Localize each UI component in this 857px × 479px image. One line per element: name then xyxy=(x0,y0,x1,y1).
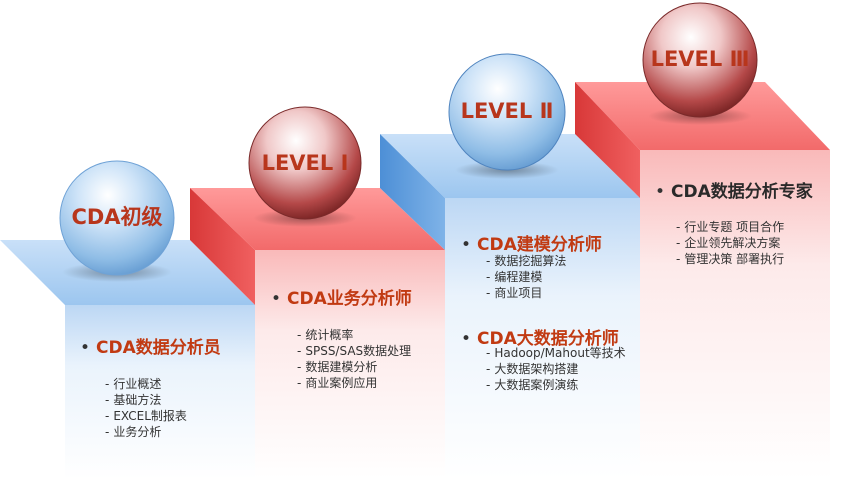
stage-title: •CDA数据分析员 xyxy=(80,338,221,358)
list-item: -行业概述 xyxy=(105,377,162,391)
stage-title: •CDA数据分析专家 xyxy=(655,182,813,202)
bullet: • xyxy=(461,329,472,349)
step-2 xyxy=(190,188,445,479)
orb-4 xyxy=(642,2,758,125)
bullet: • xyxy=(271,289,282,309)
item-list: -数据挖掘算法 -编程建模 -商业项目 xyxy=(486,253,566,301)
item-list: -行业专题 项目合作 -企业领先解决方案 -管理决策 部署执行 xyxy=(676,219,784,267)
orb-label-level-3: LEVEL Ⅲ xyxy=(650,47,750,71)
list-item: -管理决策 部署执行 xyxy=(676,252,785,266)
bullet: • xyxy=(655,182,666,202)
list-item: -大数据架构搭建 xyxy=(486,362,579,376)
orb-label-level-2: LEVEL Ⅱ xyxy=(460,99,554,123)
list-item: -Hadoop/Mahout等技术 xyxy=(486,346,626,360)
list-item: -EXCEL制报表 xyxy=(105,409,187,423)
stage-title: •CDA大数据分析师 xyxy=(461,329,619,349)
item-list: -统计概率 -SPSS/SAS数据处理 -数据建模分析 -商业案例应用 xyxy=(297,327,411,391)
orb-2 xyxy=(248,106,362,227)
list-item: -商业项目 xyxy=(486,286,543,300)
list-item: -基础方法 xyxy=(105,393,162,407)
step-3 xyxy=(380,134,640,479)
stage-title: •CDA业务分析师 xyxy=(271,289,412,309)
list-item: -数据建模分析 xyxy=(297,360,378,374)
bullet: • xyxy=(461,235,472,255)
list-item: -商业案例应用 xyxy=(297,376,378,390)
list-item: -数据挖掘算法 xyxy=(486,254,567,268)
step-4 xyxy=(575,82,830,479)
orb-3 xyxy=(448,53,566,179)
orb-1 xyxy=(59,160,175,282)
list-item: -编程建模 xyxy=(486,270,543,284)
bullet: • xyxy=(80,338,91,358)
item-list: -Hadoop/Mahout等技术 -大数据架构搭建 -大数据案例演练 xyxy=(486,345,626,393)
list-item: -统计概率 xyxy=(297,328,354,342)
orb-label-cda-primary: CDA初级 xyxy=(71,205,163,229)
list-item: -大数据案例演练 xyxy=(486,378,579,392)
list-item: -行业专题 项目合作 xyxy=(676,220,785,234)
list-item: -企业领先解决方案 xyxy=(676,236,781,250)
list-item: -业务分析 xyxy=(105,425,162,439)
orb-label-level-1: LEVEL Ⅰ xyxy=(261,151,349,175)
stage-title: •CDA建模分析师 xyxy=(461,235,602,255)
item-list: -行业概述 -基础方法 -EXCEL制报表 -业务分析 xyxy=(105,376,187,440)
list-item: -SPSS/SAS数据处理 xyxy=(297,344,412,358)
